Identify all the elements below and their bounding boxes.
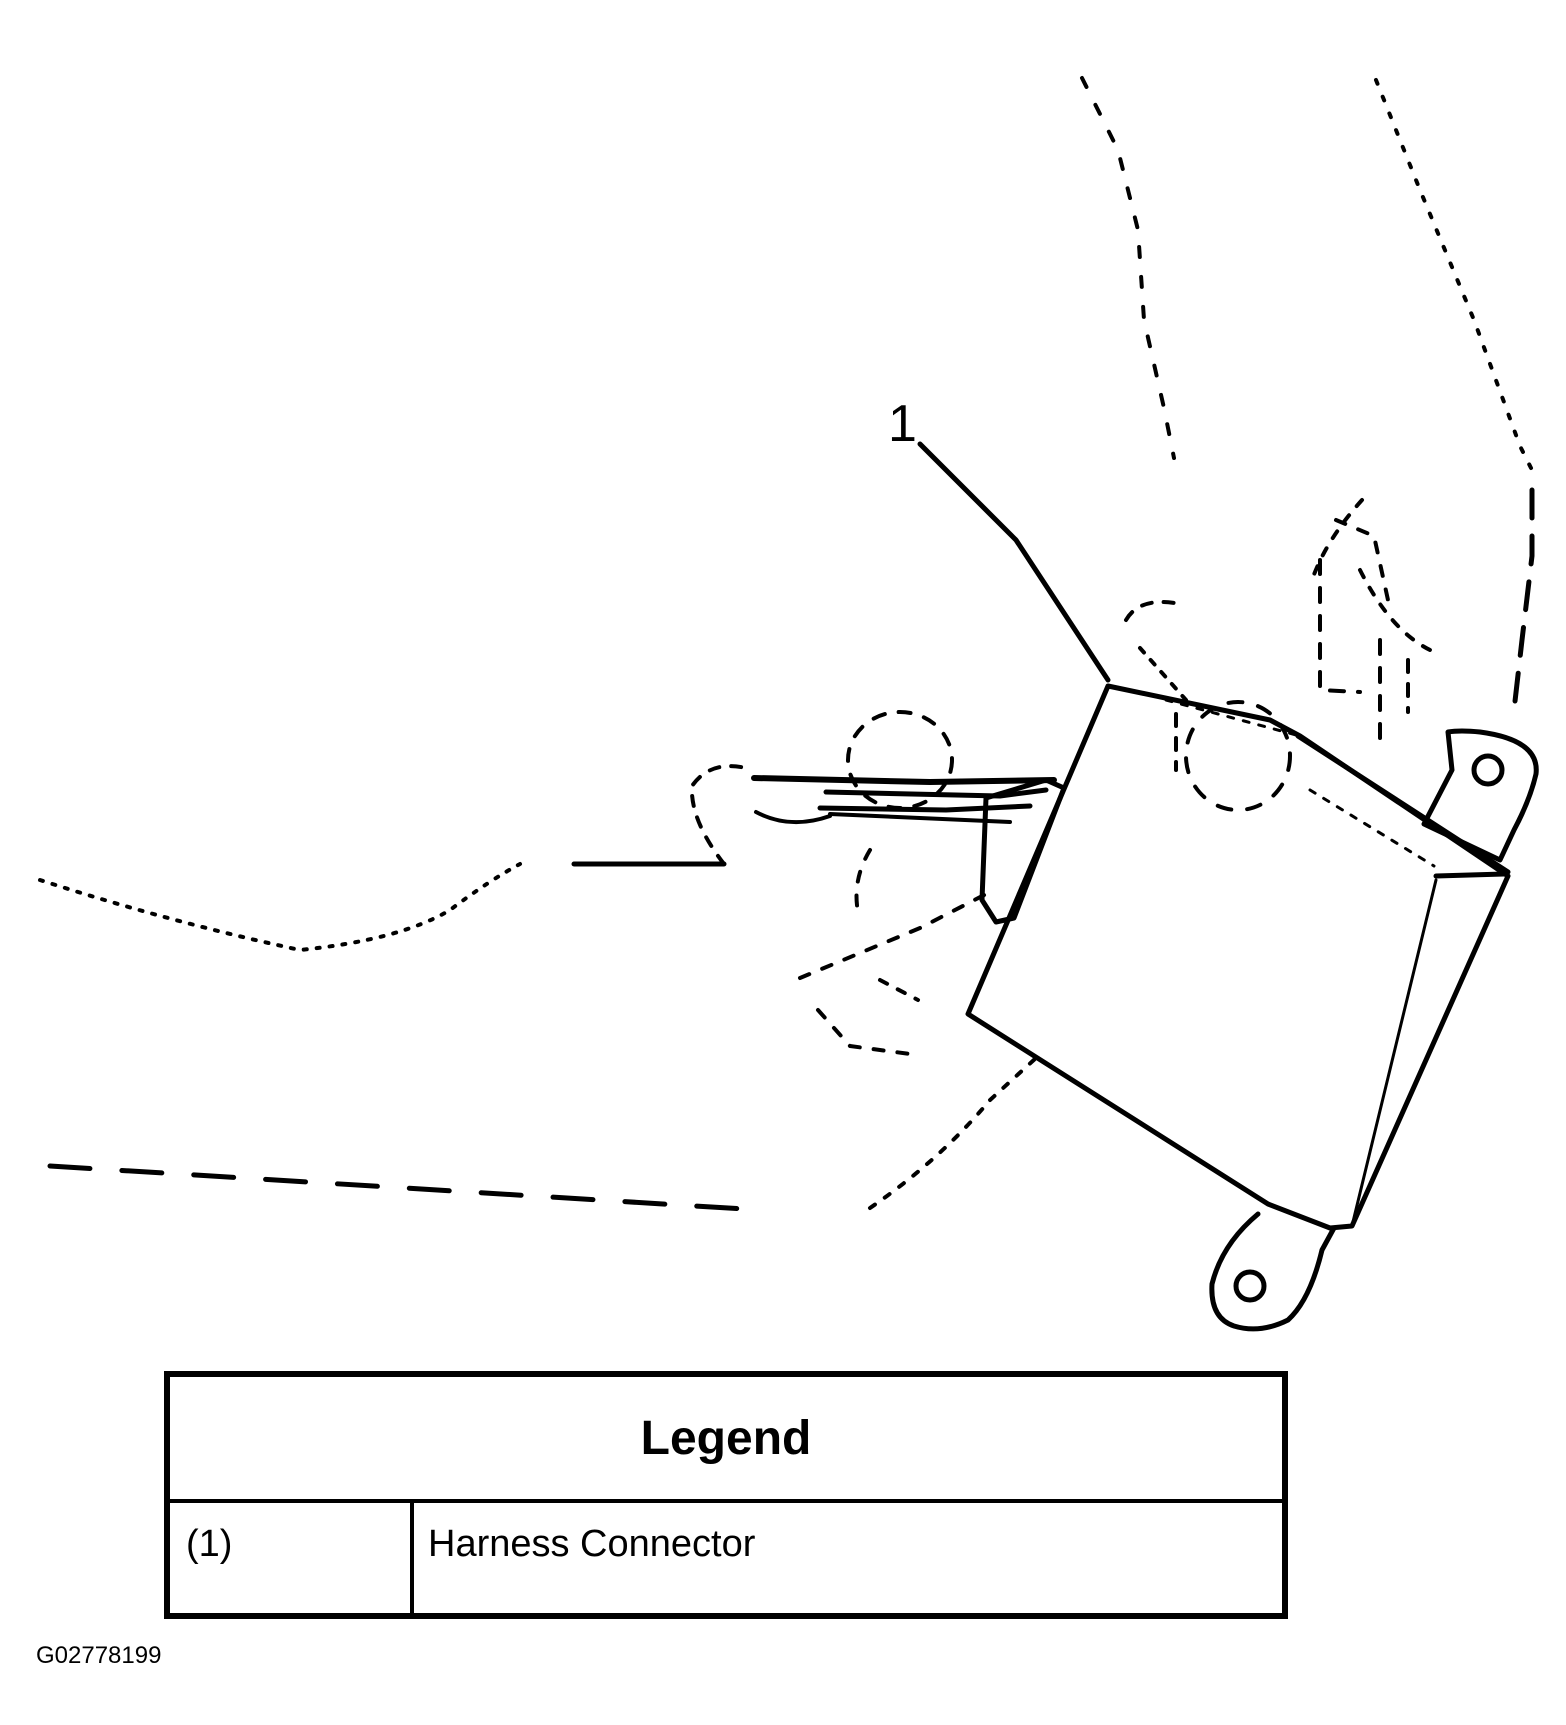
housing-right-edge [1433, 871, 1507, 879]
phantom-arc-right [1358, 568, 1432, 652]
body-outline-dash-1 [1080, 76, 1176, 460]
legend-title: Legend [170, 1377, 1282, 1503]
wire-bundle-1 [751, 775, 1057, 785]
phantom-loop-under [854, 848, 872, 914]
phantom-bracket-3 [1138, 646, 1188, 702]
wire-bundle-4 [828, 812, 1012, 824]
plug-face [979, 777, 1067, 925]
legend-value: Harness Connector [428, 1523, 756, 1565]
phantom-post-1 [1318, 558, 1362, 694]
legend-row: (1) Harness Connector [170, 1503, 1282, 1619]
phantom-arc-top [1310, 498, 1364, 582]
tab-lower [1209, 1211, 1337, 1332]
phantom-clamp-left [846, 710, 954, 810]
housing-inner-right [1350, 878, 1438, 1228]
wire-bundle-5 [754, 810, 832, 825]
harness-route-lower [47, 1163, 763, 1213]
harness-route-upper [38, 862, 522, 952]
body-outline-dash-2 [1374, 78, 1534, 472]
phantom-inner-1 [1164, 698, 1302, 738]
phantom-ring [1184, 700, 1292, 812]
phantom-post-2 [1334, 518, 1390, 602]
legend-table: Legend (1) Harness Connector [164, 1371, 1288, 1619]
body-outline-dash-3 [1511, 487, 1535, 713]
phantom-diagonal-2 [816, 1008, 912, 1056]
figure-id: G02778199 [36, 1642, 162, 1669]
phantom-corner [878, 978, 920, 1002]
phantom-loop-left [689, 764, 748, 866]
phantom-inner-2 [1308, 788, 1436, 868]
wire-bundle-3 [817, 803, 1033, 813]
wire-bundle-2 [823, 787, 1049, 799]
leader-line [917, 441, 1111, 683]
phantom-diagonal-1 [798, 890, 992, 980]
housing-outline [965, 683, 1511, 1231]
tab-upper [1421, 728, 1539, 863]
legend-key: (1) [170, 1503, 414, 1619]
phantom-curve-low [868, 1056, 1038, 1210]
callout-number-1: 1 [888, 395, 917, 453]
phantom-bracket [1124, 600, 1182, 622]
tab-upper-hole [1471, 753, 1505, 787]
tab-lower-hole [1233, 1269, 1267, 1303]
